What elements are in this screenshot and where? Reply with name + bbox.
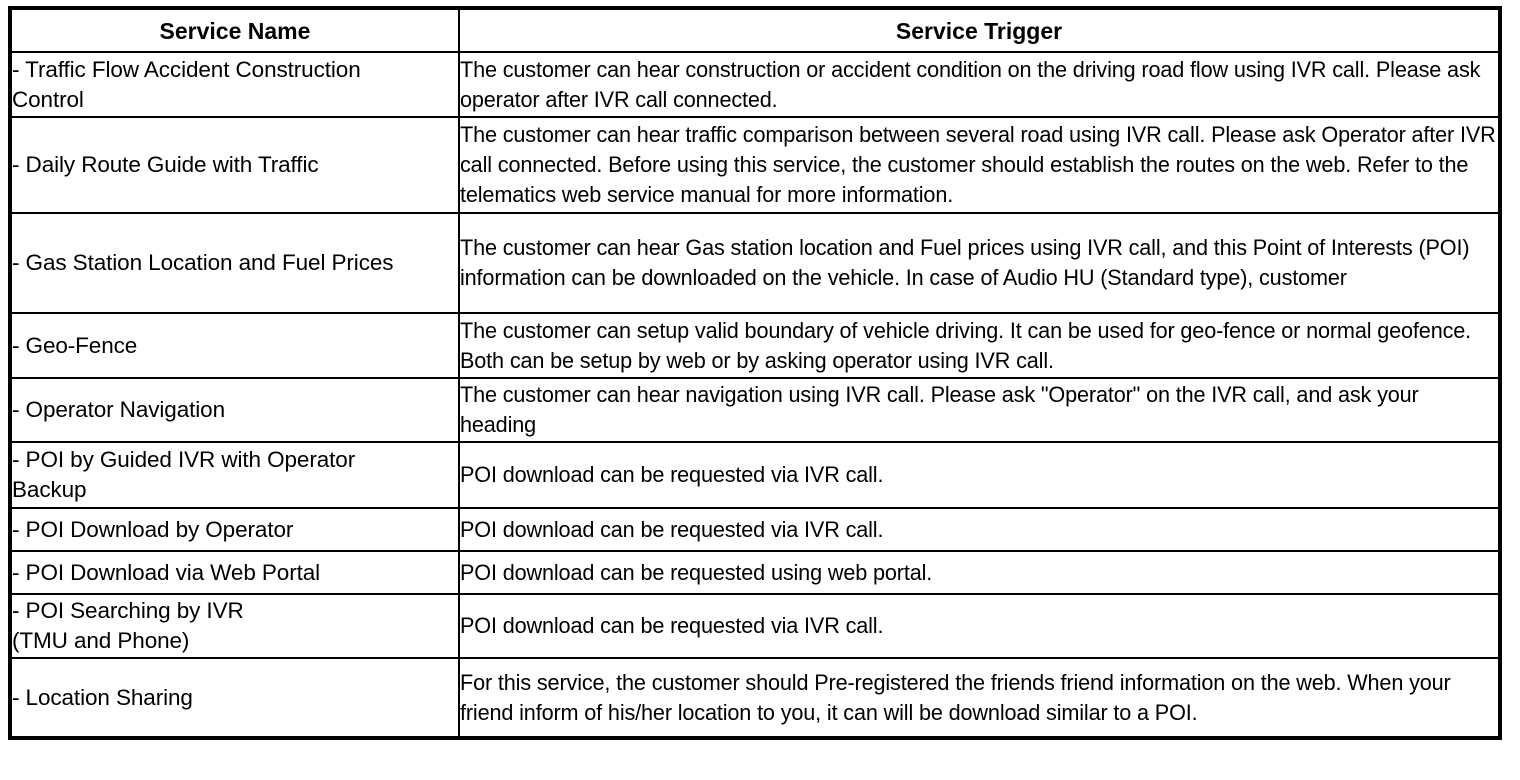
service-name-cell: - POI Searching by IVR (TMU and Phone) (9, 593, 460, 659)
service-trigger-text: POI download can be requested via IVR ca… (460, 462, 884, 487)
column-header-service-name: Service Name (9, 7, 460, 53)
table-row: - POI Download by Operator POI download … (9, 507, 1501, 552)
service-name-cell: - Daily Route Guide with Traffic (9, 116, 460, 214)
service-trigger-cell: The customer can hear construction or ac… (458, 51, 1501, 118)
table-header-row: Service Name Service Trigger (9, 7, 1501, 53)
service-trigger-cell: POI download can be requested via IVR ca… (458, 593, 1501, 659)
table-row: - Gas Station Location and Fuel Prices T… (9, 212, 1501, 314)
column-header-service-trigger-label: Service Trigger (895, 17, 1063, 44)
service-trigger-text: The customer can hear traffic comparison… (460, 122, 1496, 207)
service-trigger-cell: POI download can be requested using web … (458, 550, 1501, 595)
service-name-cell: - Location Sharing (9, 657, 460, 739)
service-trigger-cell: For this service, the customer should Pr… (458, 657, 1501, 739)
table-row: - Geo-Fence The customer can setup valid… (9, 312, 1501, 379)
service-trigger-text: The customer can setup valid boundary of… (460, 317, 1472, 373)
service-name-cell: - POI Download by Operator (9, 507, 460, 552)
table-row: - Operator Navigation The customer can h… (9, 377, 1501, 443)
service-name-cell: - POI by Guided IVR with Operator Backup (9, 441, 460, 509)
service-trigger-text: The customer can hear navigation using I… (460, 382, 1419, 437)
table-header: Service Name Service Trigger (9, 7, 1501, 53)
column-header-service-trigger: Service Trigger (458, 7, 1501, 53)
service-trigger-cell: POI download can be requested via IVR ca… (458, 441, 1501, 509)
service-name-cell: - Traffic Flow Accident Construction Con… (9, 51, 460, 118)
service-trigger-text: POI download can be requested using web … (460, 559, 933, 585)
table-row: - POI Searching by IVR (TMU and Phone) P… (9, 593, 1501, 659)
service-trigger-text: For this service, the customer should Pr… (460, 669, 1451, 725)
table-row: - Location Sharing For this service, the… (9, 657, 1501, 739)
service-trigger-cell: The customer can hear Gas station locati… (458, 212, 1501, 314)
table-row: - Traffic Flow Accident Construction Con… (9, 51, 1501, 118)
service-trigger-text: The customer can hear Gas station locati… (460, 235, 1470, 290)
service-name-cell: - POI Download via Web Portal (9, 550, 460, 595)
table-row: - POI by Guided IVR with Operator Backup… (9, 441, 1501, 509)
service-trigger-cell: POI download can be requested via IVR ca… (458, 507, 1501, 552)
table-row: - Daily Route Guide with Traffic The cus… (9, 116, 1501, 214)
column-header-service-name-label: Service Name (159, 17, 311, 44)
service-trigger-text: The customer can hear construction or ac… (460, 56, 1481, 112)
table-body: - Traffic Flow Accident Construction Con… (9, 51, 1501, 739)
table-row: - POI Download via Web Portal POI downlo… (9, 550, 1501, 595)
service-trigger-cell: The customer can hear navigation using I… (458, 377, 1501, 443)
service-trigger-cell: The customer can hear traffic comparison… (458, 116, 1501, 214)
service-trigger-text: POI download can be requested via IVR ca… (460, 613, 884, 638)
service-name-cell: - Gas Station Location and Fuel Prices (9, 212, 460, 314)
service-name-cell: - Geo-Fence (9, 312, 460, 379)
service-trigger-cell: The customer can setup valid boundary of… (458, 312, 1501, 379)
service-name-cell: - Operator Navigation (9, 377, 460, 443)
service-trigger-table: Service Name Service Trigger - Traffic F… (8, 6, 1502, 740)
service-trigger-text: POI download can be requested via IVR ca… (460, 516, 884, 542)
